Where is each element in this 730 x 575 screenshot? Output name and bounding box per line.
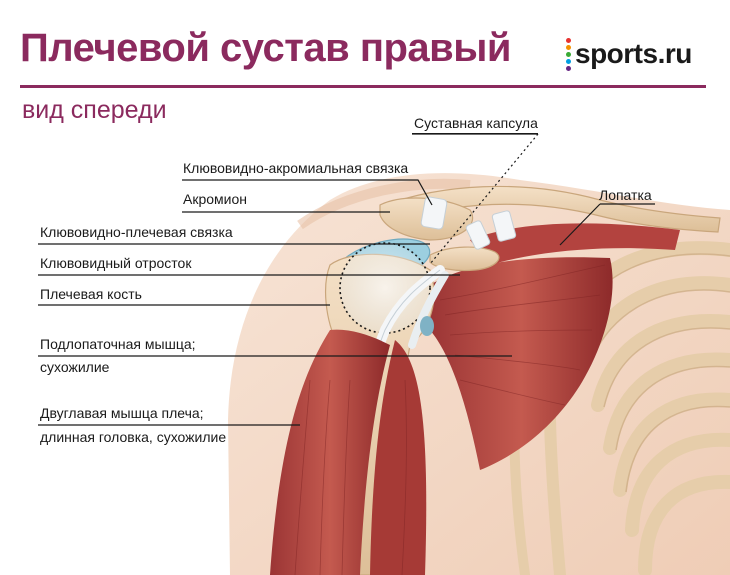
sports-ru-logo[interactable]: sports.ru — [566, 34, 692, 74]
label-joint-capsule: Суставная капсула — [414, 115, 538, 131]
label-scapula: Лопатка — [599, 187, 652, 203]
page-title: Плечевой сустав правый — [20, 26, 512, 70]
label-biceps-line2: длинная головка, сухожилие — [40, 429, 227, 445]
label-subscapularis-line1: Подлопаточная мышца; — [40, 336, 196, 352]
sports-ru-dots-icon — [566, 37, 571, 71]
joint-capsule-area — [340, 244, 430, 332]
title-divider — [20, 85, 706, 88]
label-humerus: Плечевая кость — [40, 286, 142, 302]
label-acromion: Акромион — [183, 191, 247, 207]
label-biceps-line1: Двуглавая мышца плеча; — [40, 405, 204, 421]
label-coracoid-process: Клювовидный отросток — [40, 255, 192, 271]
page-subtitle: вид спереди — [22, 96, 167, 124]
clavicle — [384, 185, 721, 233]
label-subscapularis-line2: сухожилие — [40, 359, 110, 375]
label-coracohumeral-ligament: Клювовидно-плечевая связка — [40, 224, 233, 240]
logo-text: sports.ru — [575, 38, 692, 69]
coracoacromial-ligament — [465, 220, 491, 250]
label-coracoacromial-ligament: Клювовидно-акромиальная связка — [183, 160, 409, 176]
biceps-muscle — [270, 329, 390, 575]
acromioclavicular-ligament — [420, 196, 448, 230]
